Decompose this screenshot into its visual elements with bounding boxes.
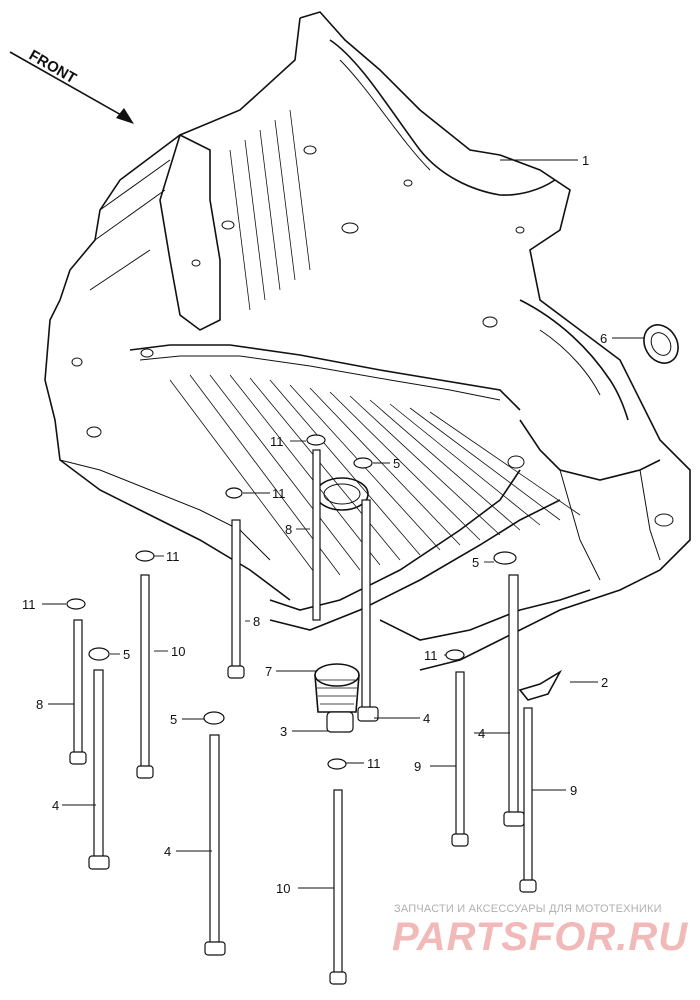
washer-5-right [493,551,517,565]
callout-5-right: 5 [472,555,479,570]
callout-11-left: 11 [22,597,36,612]
callout-1: 1 [582,153,589,168]
callout-4-left: 4 [52,798,59,813]
washer-5-left [88,647,110,661]
watermark-brand: PARTSFOR.RU [392,915,689,959]
callout-5-center-left: 5 [170,712,177,727]
washer-11-mid-left [135,550,155,562]
bolt-4-center [357,499,379,722]
callout-2: 2 [601,675,608,690]
bolt-9-far-right [519,707,537,893]
callout-numbers: 1 2 3 4 4 4 4 4 5 5 5 5 6 7 8 8 8 9 9 10… [22,153,608,896]
watermark-caption: ЗАПЧАСТИ И АКСЕССУАРЫ ДЛЯ МОТОТЕХНИКИ [394,903,662,915]
bolt-4-left [88,669,110,870]
fasteners [66,324,679,985]
drain-plug [314,663,360,733]
callout-5-left: 5 [123,647,130,662]
callout-11-mid: 11 [272,486,286,501]
bracket-part-2 [518,669,563,701]
callout-8-center: 8 [285,522,292,537]
callout-10-bottom: 10 [276,881,290,896]
callout-8-mid: 8 [253,614,260,629]
bolt-4-right [503,574,525,827]
callout-10-left: 10 [171,644,185,659]
oil-seal-part-6 [643,324,679,364]
bolt-10-bottom [329,789,347,985]
callout-6: 6 [600,331,607,346]
callout-7: 7 [265,664,272,679]
callout-9-center: 9 [414,759,421,774]
callout-4-right: 4 [478,726,485,741]
lower-crankcase [44,11,691,671]
bolt-8-mid [227,519,245,679]
washer-11-bottom [327,758,347,770]
leader-lines [42,159,644,889]
callout-11-bottom: 11 [367,756,381,771]
callout-5-upper-center: 5 [393,456,400,471]
washer-11-upper-center [306,434,326,446]
washer-11-mid [225,487,243,499]
bolt-9-right [451,671,469,847]
washer-5-center-left [203,711,225,725]
long-bolt-upper-center [312,449,321,621]
callout-4-center: 4 [423,711,430,726]
front-arrow: FRONT [9,47,134,124]
callout-11-right: 11 [424,648,438,663]
callout-3: 3 [280,724,287,739]
bolt-8-left [69,619,87,765]
callout-8-left: 8 [36,697,43,712]
front-label: FRONT [26,47,79,88]
washer-11-right [445,649,465,661]
bolt-4-center-left [204,734,226,956]
washer-11-left [66,598,86,610]
callout-9-right: 9 [570,783,577,798]
callout-11-upper-center: 11 [270,434,284,449]
bolt-10-left [136,574,154,779]
callout-11-mid-left: 11 [166,549,180,564]
washer-5-upper-center [353,457,373,469]
callout-4-bottom-left: 4 [164,844,171,859]
